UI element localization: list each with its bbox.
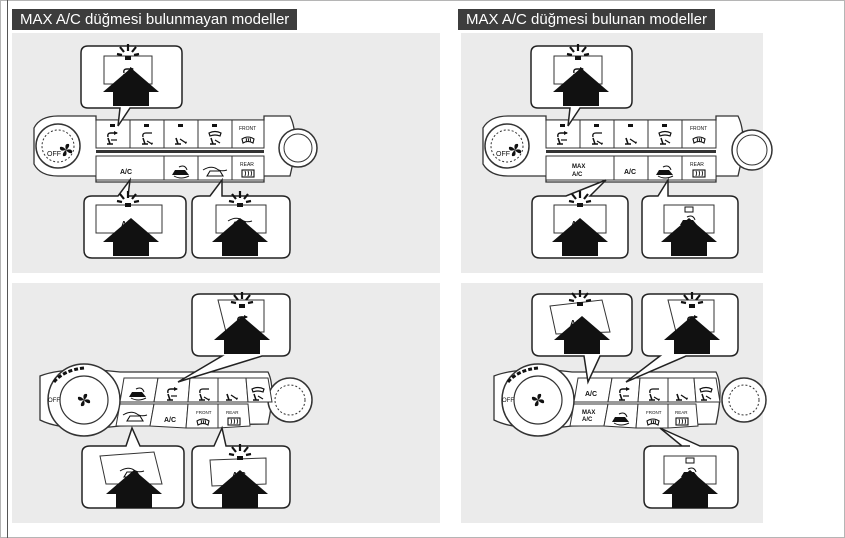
callout-fresh-air (81, 425, 185, 509)
ac-button-label[interactable]: A/C (585, 391, 597, 398)
off-label: OFF (47, 151, 61, 158)
front-label: FRONT (690, 126, 707, 132)
callout-recirculation (643, 427, 739, 509)
bottom-right-control-panel: OFF A/C MAX A/C FRONT REAR (493, 363, 767, 437)
temperature-dial-left[interactable] (484, 123, 530, 169)
callout-ac: A/C (531, 288, 633, 385)
temperature-dial-right[interactable] (278, 128, 318, 168)
temperature-dial[interactable] (721, 377, 767, 423)
front-label: FRONT (646, 410, 662, 415)
top-left-control-panel: OFF FRONT A/C REAR (33, 115, 318, 183)
temperature-dial-right[interactable] (731, 129, 773, 171)
bottom-left-control-panel: OFF A/C FRONT REAR (39, 363, 313, 437)
front-label: FRONT (239, 126, 256, 132)
rear-label: REAR (226, 410, 239, 415)
ac-button-label[interactable]: A/C (120, 169, 132, 176)
top-right-control-panel: OFF FRONT MAX A/C A/C REAR (482, 115, 773, 183)
callout-ac: A/C (83, 177, 187, 259)
rear-label: REAR (240, 162, 254, 168)
callout-vent-face (625, 290, 739, 383)
callout-vent-face (80, 42, 183, 127)
ac-button-label[interactable]: A/C (624, 169, 636, 176)
callout-ac: A/C (531, 179, 629, 259)
max-ac-label[interactable]: A/C (582, 417, 593, 423)
rear-label: REAR (675, 410, 688, 415)
header-without-max-ac: MAX A/C düğmesi bulunmayan modeller (12, 9, 298, 30)
off-label: OFF (502, 398, 514, 404)
callout-vent-face (530, 42, 633, 127)
temperature-dial-left[interactable] (35, 123, 81, 169)
callout-vent-face (177, 290, 291, 383)
left-rule (7, 0, 8, 538)
header-with-max-ac: MAX A/C düğmesi bulunan modeller (458, 9, 715, 30)
max-label: MAX (572, 164, 585, 170)
rear-label: REAR (690, 162, 704, 168)
callout-recirculation (641, 177, 739, 259)
front-label: FRONT (196, 410, 212, 415)
callout-recirculation (191, 177, 291, 259)
max-ac-label[interactable]: A/C (572, 172, 583, 178)
off-label: OFF (496, 151, 510, 158)
ac-button-label[interactable]: A/C (164, 417, 176, 424)
max-label: MAX (582, 410, 595, 416)
off-label: OFF (48, 398, 60, 404)
callout-ac: A/C (191, 425, 291, 509)
